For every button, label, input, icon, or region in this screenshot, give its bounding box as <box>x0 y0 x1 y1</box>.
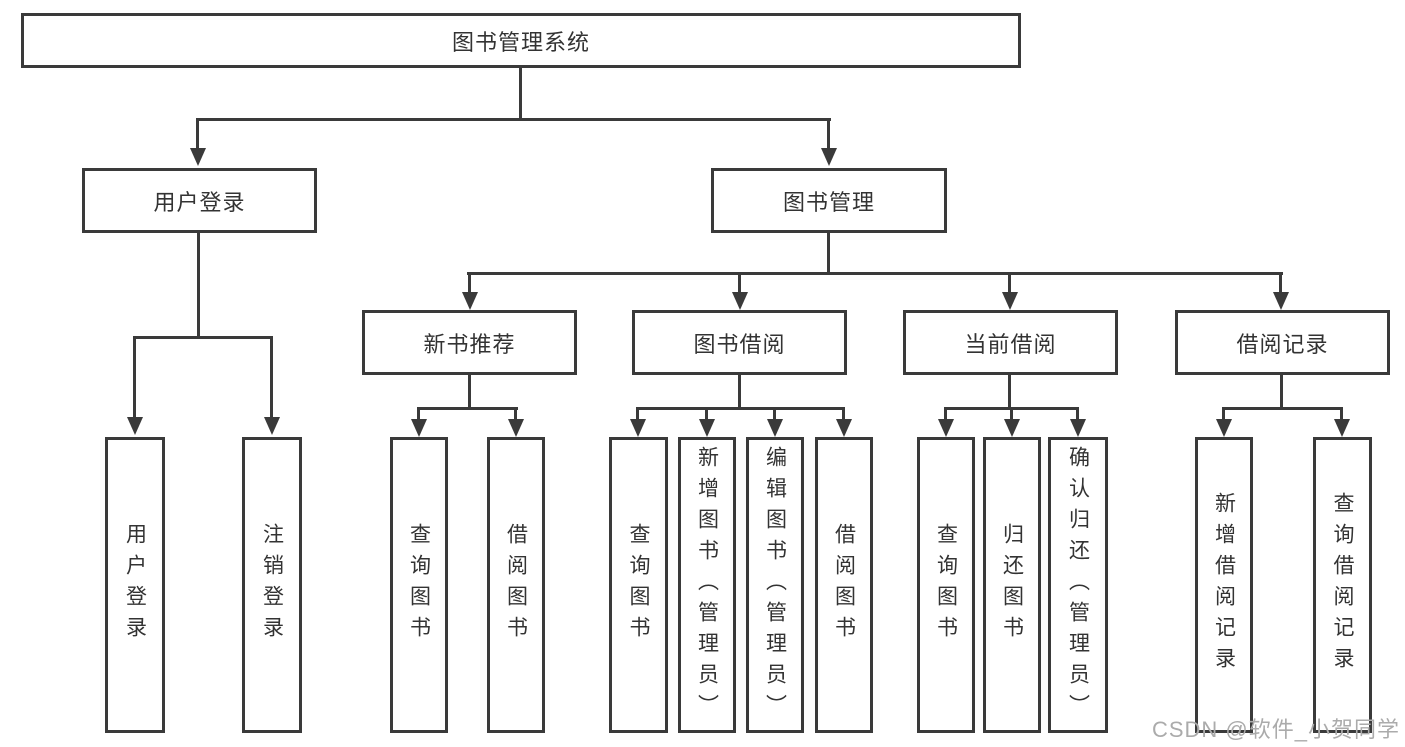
leaf-borrow-add: 新增图书（管理员） <box>678 437 736 733</box>
arrow-down-icon <box>411 419 427 437</box>
arrow-down-icon <box>699 419 715 437</box>
node-book-borrow-label: 图书借阅 <box>693 331 786 357</box>
connector-line-v <box>1222 407 1225 419</box>
leaf-newbooks-borrow: 借阅图书 <box>487 437 545 733</box>
leaf-records-add: 新增借阅记录 <box>1195 437 1253 733</box>
leaf-current-query: 查询图书 <box>917 437 975 733</box>
connector-line-v <box>1280 375 1283 407</box>
leaf-newbooks-borrow-label: 借阅图书 <box>504 523 528 647</box>
connector-line-v <box>1279 272 1282 292</box>
connector-line-v <box>1008 375 1011 407</box>
connector-line-h <box>197 118 831 121</box>
leaf-logout: 注销登录 <box>242 437 302 733</box>
connector-line-v <box>514 407 517 419</box>
arrow-down-icon <box>1004 419 1020 437</box>
leaf-current-query-label: 查询图书 <box>934 523 958 647</box>
connector-line-v <box>270 336 273 417</box>
arrow-down-icon <box>127 417 143 435</box>
leaf-borrow-query-label: 查询图书 <box>627 523 650 647</box>
node-current-borrow: 当前借阅 <box>903 310 1118 375</box>
leaf-logout-label: 注销登录 <box>260 523 284 647</box>
node-borrow-records-label: 借阅记录 <box>1236 331 1329 357</box>
node-borrow-records: 借阅记录 <box>1175 310 1390 375</box>
leaf-current-return-label: 归还图书 <box>1000 523 1024 647</box>
arrow-down-icon <box>1334 419 1350 437</box>
leaf-current-confirm-label: 确认归还（管理员） <box>1066 445 1090 725</box>
connector-line-v <box>636 407 639 419</box>
node-book-mgmt-label: 图书管理 <box>782 189 875 215</box>
arrow-down-icon <box>938 419 954 437</box>
connector-line-h <box>467 272 1283 275</box>
arrow-down-icon <box>767 419 783 437</box>
connector-line-v <box>197 233 200 336</box>
node-user-login: 用户登录 <box>82 168 317 233</box>
connector-line-v <box>468 375 471 407</box>
node-new-books: 新书推荐 <box>362 310 577 375</box>
connector-line-h <box>133 336 273 339</box>
leaf-records-query-label: 查询借阅记录 <box>1331 492 1354 678</box>
node-root: 图书管理系统 <box>21 13 1021 68</box>
node-root-label: 图书管理系统 <box>451 29 590 55</box>
leaf-newbooks-query-label: 查询图书 <box>407 523 431 647</box>
connector-line-v <box>842 407 845 419</box>
connector-line-v <box>1010 407 1013 419</box>
connector-line-v <box>738 272 741 292</box>
connector-line-v <box>705 407 708 419</box>
connector-line-v <box>417 407 420 419</box>
arrow-down-icon <box>1273 292 1289 310</box>
arrow-down-icon <box>1002 292 1018 310</box>
arrow-down-icon <box>821 148 837 166</box>
leaf-borrow-edit: 编辑图书（管理员） <box>746 437 804 733</box>
connector-line-v <box>1076 407 1079 419</box>
connector-line-v <box>468 272 471 292</box>
connector-line-h <box>636 407 845 410</box>
leaf-borrow-query: 查询图书 <box>609 437 668 733</box>
connector-line-h <box>1222 407 1343 410</box>
connector-line-v <box>133 336 136 417</box>
connector-line-v <box>773 407 776 419</box>
arrow-down-icon <box>836 419 852 437</box>
leaf-login: 用户登录 <box>105 437 165 733</box>
arrow-down-icon <box>508 419 524 437</box>
connector-line-v <box>1340 407 1343 419</box>
leaf-current-return: 归还图书 <box>983 437 1041 733</box>
leaf-records-add-label: 新增借阅记录 <box>1212 492 1236 678</box>
connector-line-v <box>827 233 830 272</box>
arrow-down-icon <box>732 292 748 310</box>
node-book-mgmt: 图书管理 <box>711 168 947 233</box>
arrow-down-icon <box>630 419 646 437</box>
node-user-login-label: 用户登录 <box>153 189 246 215</box>
connector-line-v <box>827 118 830 150</box>
leaf-borrow-edit-label: 编辑图书（管理员） <box>763 445 787 725</box>
leaf-current-confirm: 确认归还（管理员） <box>1048 437 1108 733</box>
connector-line-v <box>738 375 741 407</box>
leaf-borrow-borrow-label: 借阅图书 <box>832 523 856 647</box>
arrow-down-icon <box>1070 419 1086 437</box>
leaf-borrow-borrow: 借阅图书 <box>815 437 873 733</box>
connector-line-v <box>519 68 522 118</box>
arrow-down-icon <box>462 292 478 310</box>
csdn-watermark: CSDN @软件_小贺同学 <box>1151 717 1400 742</box>
node-book-borrow: 图书借阅 <box>632 310 847 375</box>
leaf-borrow-add-label: 新增图书（管理员） <box>695 445 719 725</box>
leaf-newbooks-query: 查询图书 <box>390 437 448 733</box>
arrow-down-icon <box>190 148 206 166</box>
arrow-down-icon <box>1216 419 1232 437</box>
connector-line-v <box>944 407 947 419</box>
connector-line-v <box>1008 272 1011 292</box>
arrow-down-icon <box>264 417 280 435</box>
node-new-books-label: 新书推荐 <box>423 331 516 357</box>
connector-line-v <box>196 118 199 150</box>
node-current-borrow-label: 当前借阅 <box>964 331 1057 357</box>
connector-line-h <box>417 407 518 410</box>
leaf-login-label: 用户登录 <box>123 523 147 647</box>
leaf-records-query: 查询借阅记录 <box>1313 437 1372 733</box>
